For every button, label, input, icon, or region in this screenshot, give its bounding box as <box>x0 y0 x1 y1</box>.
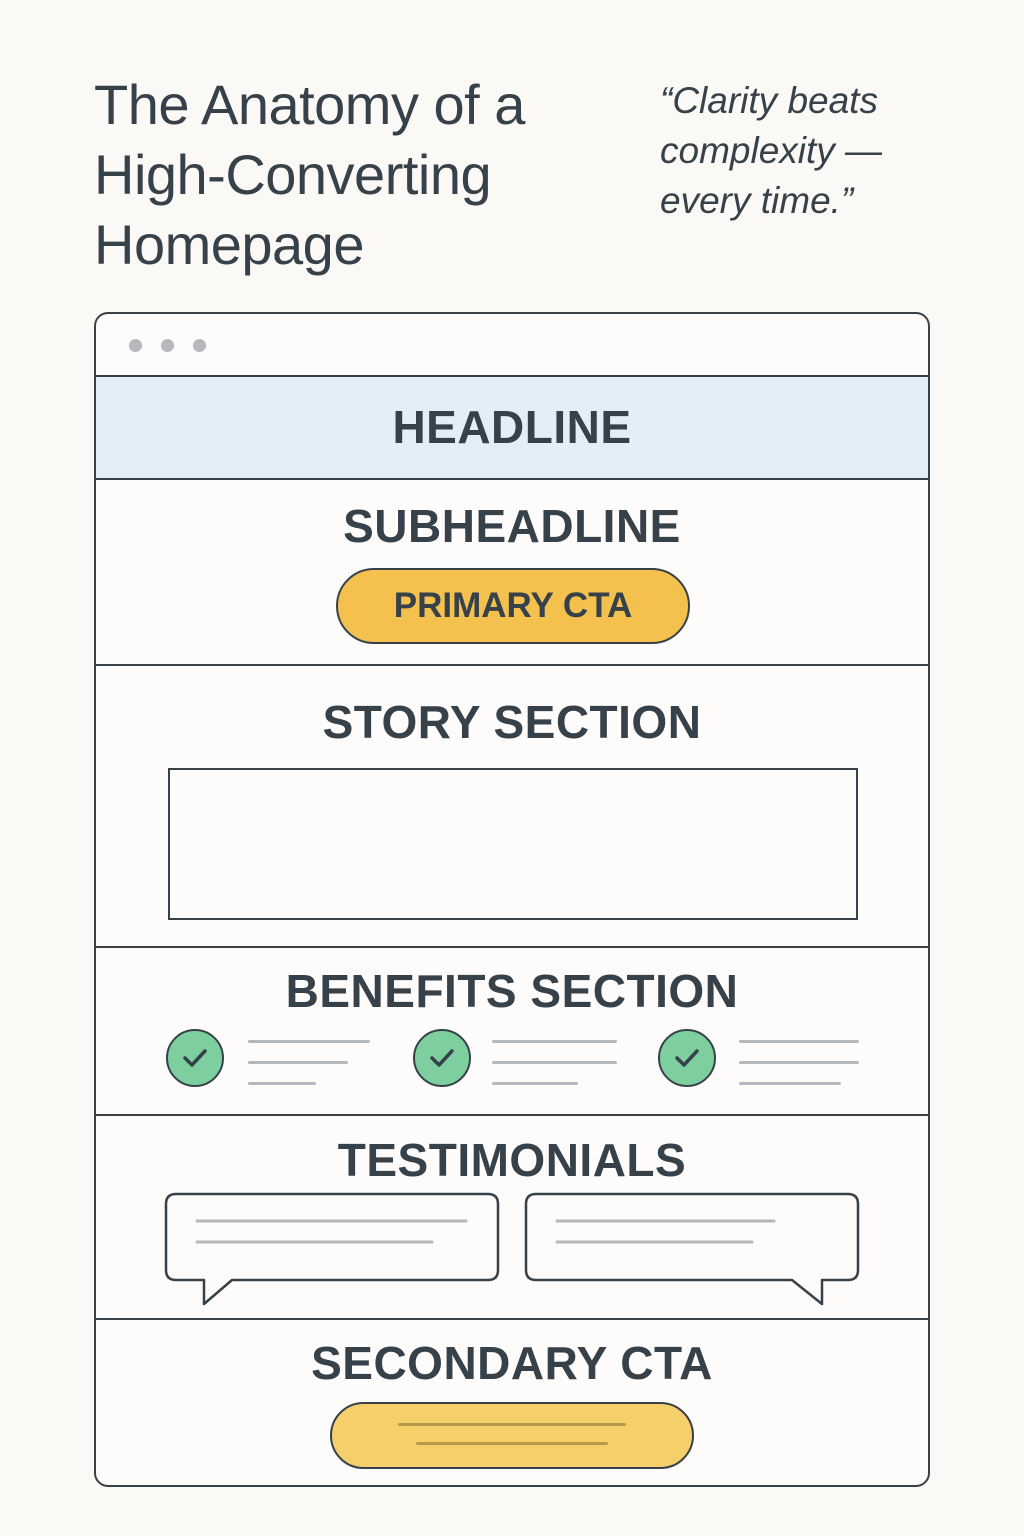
benefit-text-line <box>248 1040 370 1043</box>
benefit-text-line <box>248 1061 348 1064</box>
page-title: The Anatomy of a High-Converting Homepag… <box>94 70 634 280</box>
check-circle-icon <box>166 1029 224 1087</box>
benefit-text-line <box>739 1040 859 1043</box>
benefit-text-line <box>492 1082 578 1085</box>
benefits-section: BENEFITS SECTION <box>96 948 928 1116</box>
story-section: STORY SECTION <box>96 666 928 948</box>
benefit-text-line <box>739 1082 841 1085</box>
story-content-placeholder <box>168 768 858 920</box>
secondary-cta-label: SECONDARY CTA <box>311 1337 713 1389</box>
check-circle-icon <box>413 1029 471 1087</box>
headline-label: HEADLINE <box>392 401 632 453</box>
quote-line: “Clarity beats <box>660 80 878 121</box>
primary-cta-button[interactable]: PRIMARY CTA <box>336 568 690 644</box>
secondary-cta-section: SECONDARY CTA <box>96 1320 928 1485</box>
speech-bubble-icon <box>164 1192 500 1306</box>
check-circle-icon <box>658 1029 716 1087</box>
subheadline-label: SUBHEADLINE <box>343 500 681 552</box>
testimonials-section: TESTIMONIALS <box>96 1116 928 1320</box>
testimonials-label: TESTIMONIALS <box>337 1134 687 1186</box>
benefits-section-label: BENEFITS SECTION <box>285 965 739 1017</box>
subheadline-section: SUBHEADLINE PRIMARY CTA <box>96 480 928 666</box>
benefit-text-line <box>492 1040 617 1043</box>
benefit-text-line <box>739 1061 859 1064</box>
window-dot-icon <box>129 339 142 352</box>
title-line: Homepage <box>94 213 364 276</box>
story-section-label: STORY SECTION <box>322 696 702 748</box>
quote-line: every time.” <box>660 180 854 221</box>
window-dot-icon <box>161 339 174 352</box>
window-dot-icon <box>193 339 206 352</box>
quote-line: complexity — <box>660 130 883 171</box>
speech-bubble-icon <box>524 1192 860 1306</box>
pull-quote: “Clarity beats complexity — every time.” <box>660 76 960 226</box>
headline-section: HEADLINE <box>96 377 928 480</box>
title-line: The Anatomy of a <box>94 73 525 136</box>
browser-window-wireframe: HEADLINE SUBHEADLINE PRIMARY CTA STORY S… <box>94 312 930 1487</box>
cta-text-line <box>398 1423 626 1426</box>
secondary-cta-button[interactable] <box>330 1402 694 1469</box>
browser-title-bar <box>96 314 928 377</box>
title-line: High-Converting <box>94 143 492 206</box>
benefit-text-line <box>492 1061 617 1064</box>
benefit-text-line <box>248 1082 316 1085</box>
cta-text-line <box>416 1442 608 1445</box>
